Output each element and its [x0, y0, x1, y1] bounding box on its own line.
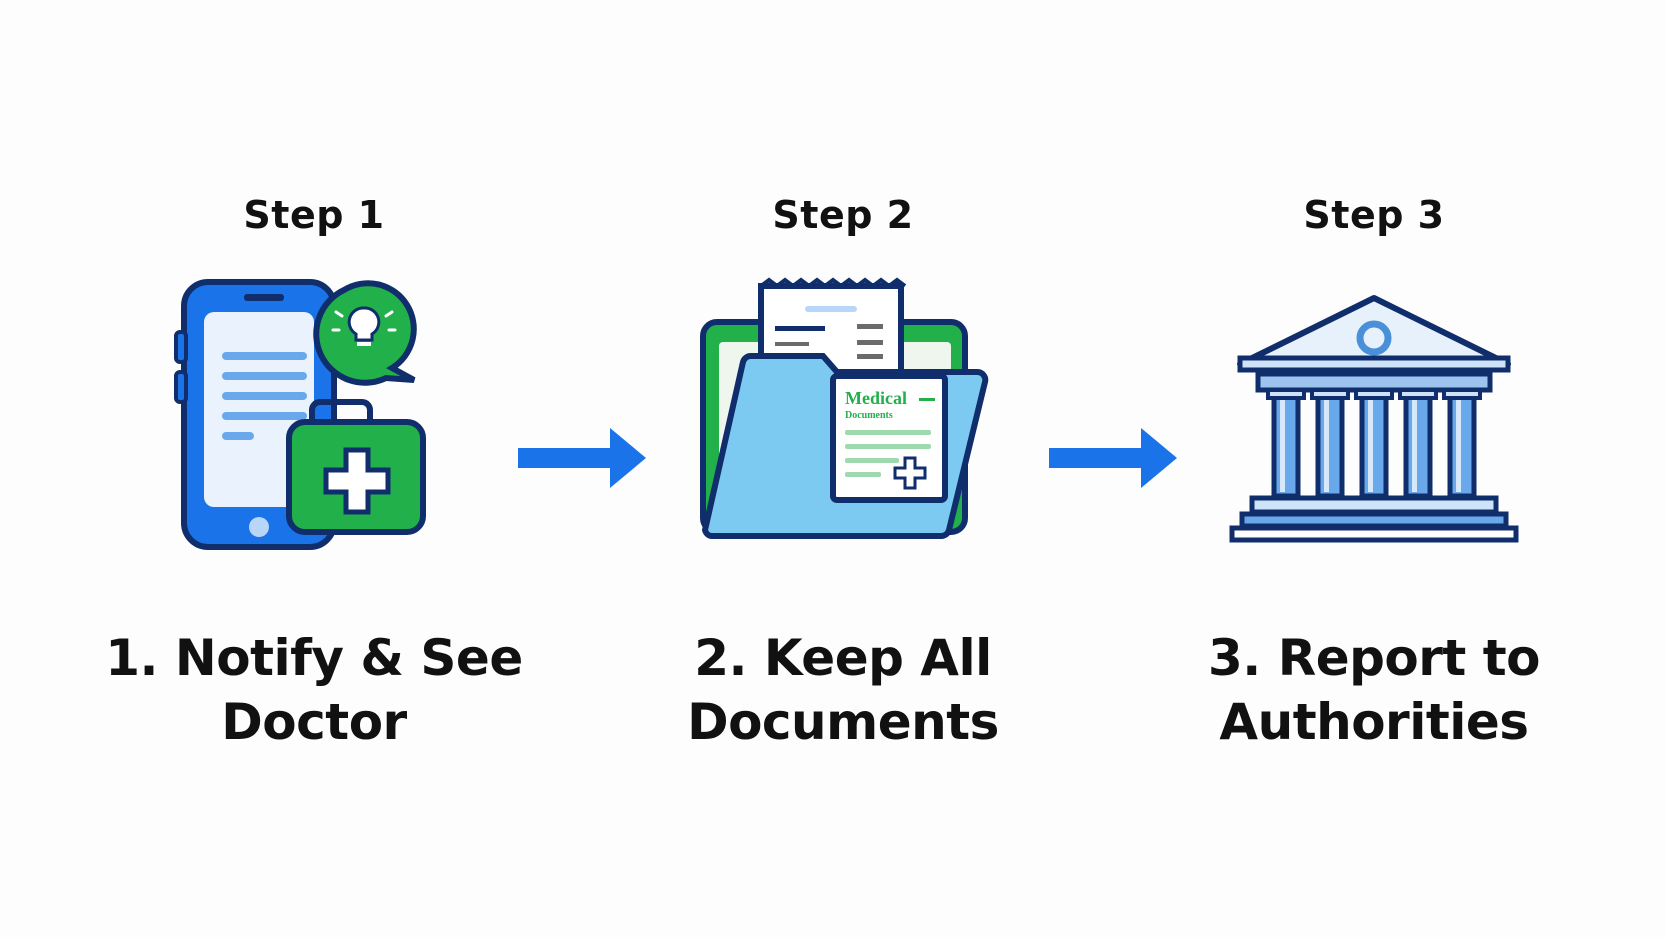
step-1-title-line1: 1. Notify & See	[105, 629, 523, 687]
step-3-label: Step 3	[1303, 193, 1445, 237]
step-1: Step 1 1. Notify & See	[104, 0, 524, 937]
step-3-title-line1: 3. Report to	[1208, 629, 1540, 687]
arrow-right-icon	[1049, 428, 1177, 488]
step-3-title: 3. Report to Authorities	[1164, 626, 1584, 754]
arrow-right-icon	[518, 428, 646, 488]
step-2-title-line2: Documents	[687, 693, 999, 751]
svg-text:Medical: Medical	[845, 388, 907, 408]
step-3: Step 3	[1164, 0, 1584, 937]
step-2-title: 2. Keep All Documents	[633, 626, 1053, 754]
step-1-label: Step 1	[243, 193, 385, 237]
government-building-icon	[1229, 295, 1519, 543]
step-1-title-line2: Doctor	[221, 693, 407, 751]
step-1-title: 1. Notify & See Doctor	[104, 626, 524, 754]
step-2: Step 2 Medical Documents	[633, 0, 1053, 937]
step-3-title-line2: Authorities	[1219, 693, 1529, 751]
step-2-label: Step 2	[772, 193, 914, 237]
phone-with-medical-kit-icon	[174, 279, 426, 550]
svg-text:Documents: Documents	[845, 410, 893, 421]
step-2-title-line1: 2. Keep All	[694, 629, 992, 687]
folder-with-medical-documents-icon: Medical Documents	[700, 277, 989, 539]
